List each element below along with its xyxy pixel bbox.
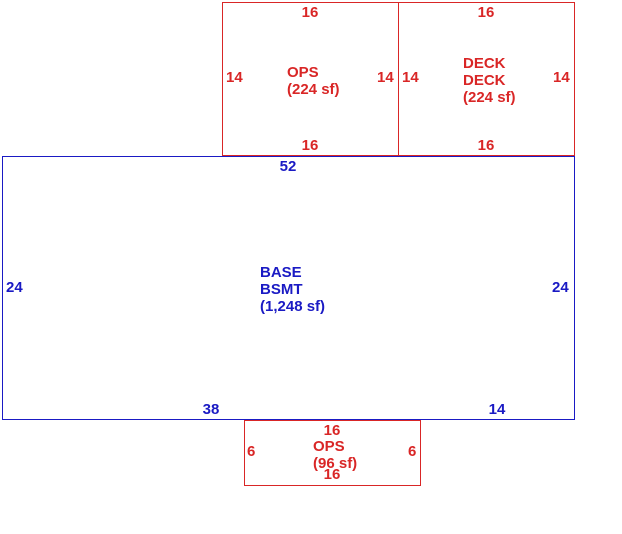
area-base [2, 156, 575, 420]
dim-base-bottom-left: 38 [202, 401, 220, 418]
dim-ops-upper-top: 16 [301, 4, 319, 21]
dim-deck-top: 16 [477, 4, 495, 21]
dim-ops-lower-top: 16 [323, 422, 341, 439]
area-deck-type: DECK [463, 72, 506, 89]
dim-ops-upper-bottom: 16 [301, 137, 319, 154]
area-label-ops-upper: OPS (224 sf) [287, 64, 340, 98]
area-ops-lower-name: OPS [313, 438, 345, 455]
dim-deck-left: 14 [402, 69, 419, 86]
area-deck-size: (224 sf) [463, 89, 516, 106]
area-base-name: BASE [260, 264, 302, 281]
area-label-ops-lower: OPS (96 sf) [313, 438, 357, 472]
area-label-base: BASE BSMT (1,248 sf) [260, 264, 325, 315]
dim-base-left: 24 [6, 279, 23, 296]
dim-ops-lower-left: 6 [247, 443, 256, 460]
dim-base-top: 52 [279, 158, 297, 175]
dim-ops-upper-right: 14 [377, 69, 394, 86]
area-ops-lower-size: (96 sf) [313, 455, 358, 472]
dim-ops-lower-bottom: 16 [323, 466, 341, 483]
dim-ops-lower-right: 6 [408, 443, 417, 460]
dim-ops-upper-left: 14 [226, 69, 243, 86]
area-deck-name: DECK [463, 55, 506, 72]
dim-base-bottom-right: 14 [488, 401, 506, 418]
dim-deck-bottom: 16 [477, 137, 495, 154]
area-ops-upper-name: OPS [287, 64, 319, 81]
area-ops-lower [244, 420, 421, 486]
area-ops-upper-size: (224 sf) [287, 81, 340, 98]
area-base-size: (1,248 sf) [260, 298, 326, 315]
dim-deck-right: 14 [553, 69, 570, 86]
area-label-deck: DECK DECK (224 sf) [463, 55, 516, 106]
area-base-type: BSMT [260, 281, 303, 298]
area-deck [398, 2, 575, 156]
dim-base-right: 24 [552, 279, 569, 296]
